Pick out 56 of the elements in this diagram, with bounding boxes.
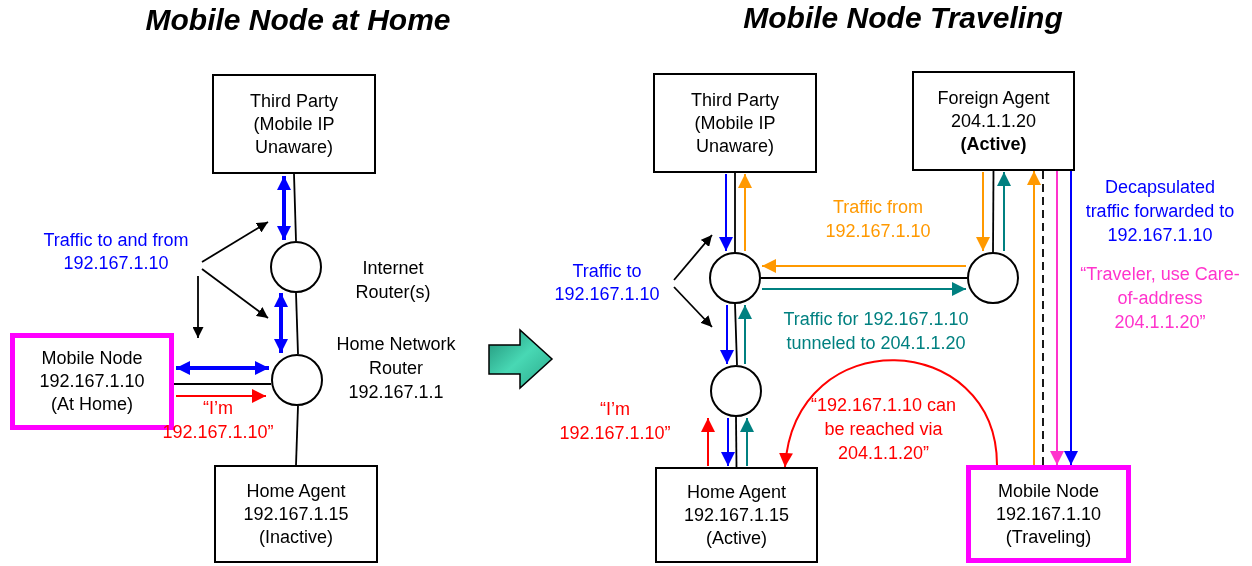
arrow [701, 417, 715, 467]
network-box: Home Agent 192.167.1.15 (Active) [655, 467, 818, 563]
arrow [761, 282, 967, 296]
arrow [1064, 170, 1078, 466]
arrow [176, 361, 269, 375]
link-line [760, 277, 968, 279]
network-box: Home Agent 192.167.1.15 (Inactive) [214, 465, 378, 563]
router-circle [967, 252, 1019, 304]
dashed-link-line [1042, 170, 1044, 466]
router-circle [271, 354, 323, 406]
panel-heading: Mobile Node Traveling [742, 1, 1064, 35]
arrow [740, 417, 754, 467]
annotation-text: “Traveler, use Care-of-address 204.1.1.20” [1080, 263, 1240, 334]
arrow [673, 234, 713, 281]
network-box: Third Party (Mobile IP Unaware) [212, 74, 376, 174]
arrow [738, 304, 752, 365]
arrow [997, 171, 1011, 252]
annotation-text: Traffic from 192.167.1.10 [824, 196, 932, 243]
arrow [761, 259, 967, 273]
arrow [721, 417, 735, 467]
router-label: Home Network Router 192.167.1.1 [335, 333, 457, 404]
arrow [175, 389, 267, 403]
arrow [201, 221, 269, 263]
link-line [295, 292, 299, 355]
router-circle [710, 365, 762, 417]
annotation-text: Decapsulated traffic forwarded to 192.167.1.10 [1084, 176, 1236, 247]
arrow [201, 268, 269, 319]
annotation-text: “I’m 192.167.1.10” [558, 398, 672, 445]
router-circle [709, 252, 761, 304]
arrow [274, 293, 288, 353]
router-label: Internet Router(s) [354, 257, 432, 304]
edge-label: “192.167.1.10 can be reached via 204.1.1.20” [809, 394, 958, 465]
network-box: Third Party (Mobile IP Unaware) [653, 73, 817, 173]
traffic-note: Traffic to 192.167.1.10 [540, 262, 674, 304]
arrow [738, 173, 752, 252]
arrow [192, 275, 204, 339]
arrow [1027, 170, 1041, 466]
arrow [780, 359, 998, 468]
panel-heading: Mobile Node at Home [144, 3, 452, 37]
link-line [173, 383, 272, 385]
link-line [734, 303, 738, 366]
router-circle [270, 241, 322, 293]
annotation-text: Traffic for 192.167.1.10 tunneled to 204.1.1.20 [782, 308, 970, 355]
mobile-node-box: Mobile Node 192.167.1.10 (Traveling) [966, 465, 1131, 563]
link-line [992, 170, 995, 253]
link-line [295, 405, 299, 466]
link-line [734, 172, 736, 253]
network-box: Foreign Agent 204.1.1.20 (Active) [912, 71, 1075, 171]
arrow [673, 286, 713, 328]
traffic-note: Traffic to and from 192.167.1.10 [30, 229, 202, 275]
arrow [976, 171, 990, 252]
link-line [293, 173, 297, 242]
arrow [277, 176, 291, 240]
link-line [735, 416, 738, 468]
arrow [719, 173, 733, 252]
arrow [1050, 170, 1064, 466]
